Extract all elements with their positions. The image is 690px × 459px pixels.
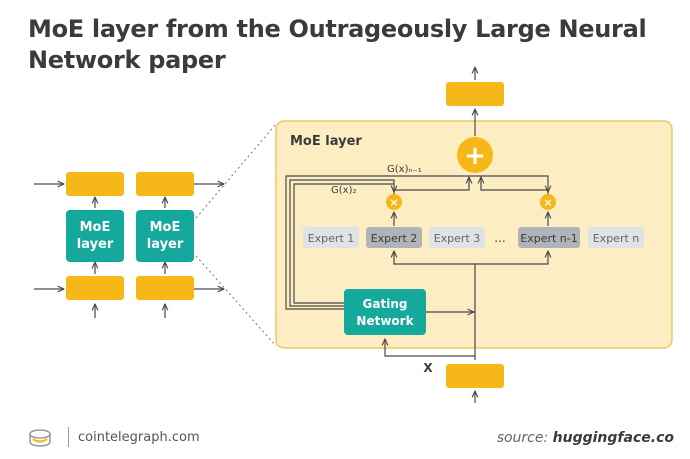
gating-network-block	[344, 289, 426, 335]
expert-1-label: Expert 1	[308, 232, 355, 245]
sum-symbol: +	[464, 141, 486, 171]
left-stack: MoE layer MoE layer	[34, 123, 277, 347]
gate-line-2-inner	[293, 183, 394, 304]
multiply-node-n1	[540, 194, 556, 210]
expert-n1-label: Expert n-1	[520, 232, 577, 245]
moe-layer-block-2-label-a: MoE	[150, 220, 181, 235]
moe-layer-block-1	[66, 210, 124, 262]
source-name: huggingface.co	[552, 430, 674, 446]
moe-layer-block-1-label-b: layer	[77, 237, 114, 252]
source-prefix: source:	[496, 430, 549, 446]
gate-label-2: G(x)₂	[331, 185, 356, 196]
token-block	[66, 172, 124, 196]
arrow	[394, 251, 476, 360]
input-label: X	[423, 361, 433, 375]
moe-layer-block-2-label-b: layer	[147, 237, 184, 252]
expert-3	[429, 227, 485, 248]
footer-divider	[68, 427, 69, 447]
cointelegraph-logo-icon	[29, 429, 51, 447]
zoom-line-top	[195, 123, 277, 219]
expert-n-label: Expert n	[593, 232, 640, 245]
multiply-symbol: ×	[543, 196, 552, 209]
title-line-2: Network paper	[28, 46, 226, 74]
sum-node	[457, 137, 493, 173]
source-credit: source: huggingface.co	[497, 430, 674, 446]
gating-network-label-b: Network	[356, 314, 414, 328]
output-block	[446, 82, 504, 106]
input-block	[446, 364, 504, 388]
gate-label-n1: G(x)ₙ₋₁	[387, 164, 422, 175]
moe-layer-block-1-label-a: MoE	[80, 220, 111, 235]
page-title: MoE layer from the Outrageously Large Ne…	[28, 14, 668, 76]
arrow	[475, 251, 548, 265]
moe-layer-block-2	[136, 210, 194, 262]
expert-2	[366, 227, 422, 248]
moe-panel-title: MoE layer	[290, 134, 362, 149]
gating-network-label-a: Gating	[363, 297, 408, 311]
token-block	[136, 276, 194, 300]
zoom-line-bottom	[195, 255, 277, 347]
expert-2-label: Expert 2	[371, 232, 418, 245]
expert-n1	[518, 227, 580, 248]
experts-ellipsis: ...	[494, 231, 505, 245]
gate-line-n1	[285, 175, 548, 310]
title-line-1: MoE layer from the Outrageously Large Ne…	[28, 15, 647, 43]
token-block	[136, 172, 194, 196]
expert-1	[303, 227, 359, 248]
moe-layer-panel: MoE layer + G(x)₂ G(x)ₙ₋₁ × × Expert 1 E…	[275, 67, 673, 403]
multiply-node-2	[386, 194, 402, 210]
token-block	[66, 276, 124, 300]
footer-site: cointelegraph.com	[78, 430, 200, 445]
expert-3-label: Expert 3	[434, 232, 481, 245]
expert-n	[588, 227, 644, 248]
arrow	[385, 339, 475, 357]
multiply-symbol: ×	[389, 196, 398, 209]
